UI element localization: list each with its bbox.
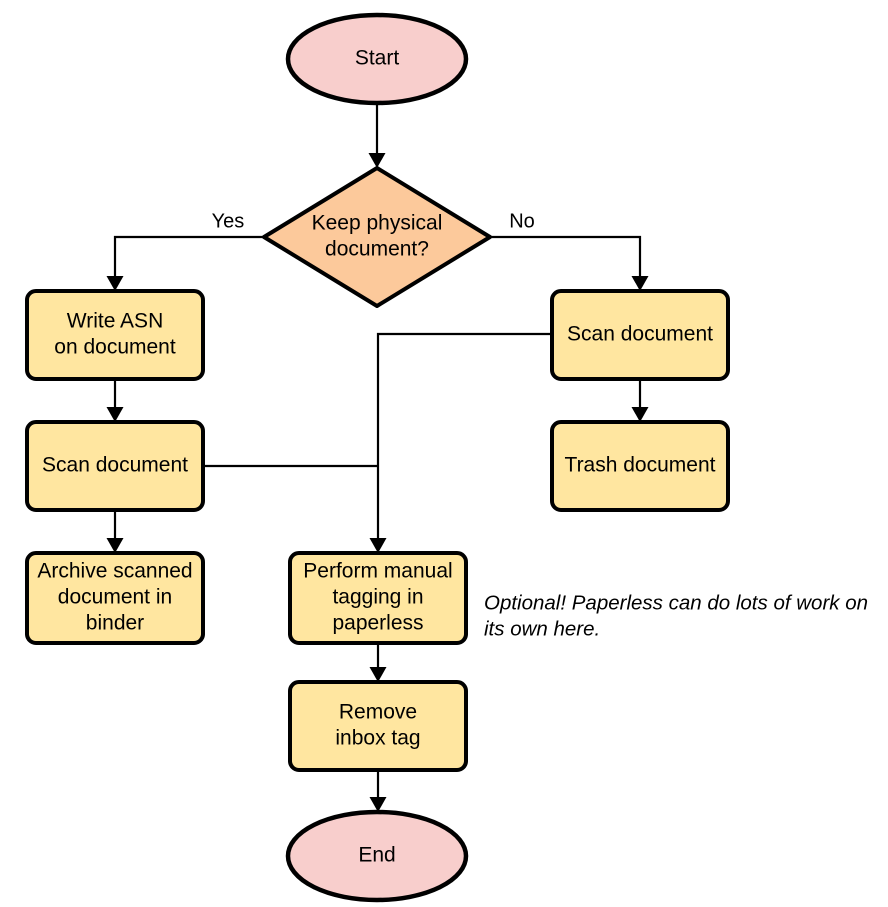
- node-label-manual-tagging-line: tagging in: [332, 586, 423, 609]
- node-label-scan-left: Scan document: [42, 454, 188, 477]
- edge-decision-no-to-scan-right: No: [490, 210, 649, 291]
- node-scan-left[interactable]: Scan document: [25, 420, 205, 512]
- node-label-archive-binder-line: binder: [86, 612, 144, 635]
- edge-start-to-decision: [368, 103, 386, 168]
- arrowhead-scan-left-to-archive: [106, 538, 124, 553]
- node-shape-write-asn[interactable]: [25, 289, 205, 381]
- node-label-keep-physical-line: document?: [325, 238, 429, 261]
- node-write-asn[interactable]: Write ASN on document: [25, 289, 205, 381]
- node-label-archive-binder: Archive scanned document in binder: [37, 560, 192, 635]
- node-label-archive-binder-line: Archive scanned: [37, 560, 192, 583]
- arrowhead-scan-right-to-trash: [631, 407, 649, 422]
- arrowhead-scan-right-to-manual-tagging: [369, 538, 387, 553]
- node-keep-physical[interactable]: Keep physical document?: [262, 166, 492, 308]
- edge-path-decision-yes-to-write-asn: [113, 235, 264, 285]
- annotation-line-optional-note: its own here.: [484, 617, 600, 640]
- node-label-write-asn-line: Write ASN: [67, 310, 163, 333]
- edge-scan-right-to-trash: [631, 379, 649, 422]
- node-label-scan-right-line: Scan document: [567, 323, 713, 346]
- node-archive-binder[interactable]: Archive scanned document in binder: [25, 551, 205, 645]
- annotation-line-optional-note: Optional! Paperless can do lots of work …: [484, 591, 868, 614]
- node-label-write-asn-line: on document: [54, 336, 176, 359]
- node-shape-scan-left[interactable]: [25, 420, 205, 512]
- node-label-manual-tagging-line: Perform manual: [303, 560, 452, 583]
- node-label-write-asn: Write ASN on document: [54, 310, 176, 359]
- edge-label-decision-yes-to-write-asn: Yes: [212, 210, 245, 232]
- edge-decision-yes-to-write-asn: Yes: [106, 210, 264, 291]
- node-label-remove-inbox-tag-line: Remove: [339, 701, 417, 724]
- node-label-trash: Trash document: [565, 454, 716, 477]
- node-shape-manual-tagging[interactable]: [288, 551, 468, 645]
- annotation-optional-note: Optional! Paperless can do lots of work …: [484, 591, 868, 640]
- node-shape-scan-right[interactable]: [550, 289, 730, 381]
- edge-manual-tagging-to-remove-inbox-tag: [369, 643, 387, 682]
- arrowhead-manual-tagging-to-remove-inbox-tag: [369, 667, 387, 682]
- edge-remove-inbox-tag-to-end: [369, 770, 387, 812]
- node-label-keep-physical-line: Keep physical: [312, 212, 443, 235]
- node-shape-keep-physical[interactable]: [262, 166, 492, 308]
- arrowhead-write-asn-to-scan-left: [106, 407, 124, 422]
- arrowhead-decision-no-to-scan-right: [631, 276, 649, 291]
- node-label-start-line: Start: [355, 47, 400, 70]
- node-label-keep-physical: Keep physical document?: [312, 212, 443, 261]
- node-label-manual-tagging-line: paperless: [332, 612, 423, 635]
- node-label-trash-line: Trash document: [565, 454, 716, 477]
- node-shape-start[interactable]: [285, 12, 469, 106]
- edges-layer: Yes No: [106, 103, 649, 812]
- edge-label-decision-no-to-scan-right: No: [509, 210, 535, 232]
- node-trash[interactable]: Trash document: [550, 420, 730, 512]
- node-remove-inbox-tag[interactable]: Remove inbox tag: [288, 680, 468, 772]
- node-label-end: End: [358, 844, 395, 867]
- node-label-manual-tagging: Perform manual tagging in paperless: [303, 560, 452, 635]
- node-label-remove-inbox-tag: Remove inbox tag: [335, 701, 420, 750]
- node-label-scan-left-line: Scan document: [42, 454, 188, 477]
- node-end[interactable]: End: [285, 809, 469, 903]
- node-label-start: Start: [355, 47, 400, 70]
- edge-path-decision-no-to-scan-right: [490, 235, 642, 285]
- edge-scan-left-to-archive: [106, 510, 124, 553]
- node-label-remove-inbox-tag-line: inbox tag: [335, 727, 420, 750]
- arrowhead-decision-yes-to-write-asn: [106, 276, 124, 291]
- node-label-end-line: End: [358, 844, 395, 867]
- node-start[interactable]: Start: [285, 12, 469, 106]
- node-label-scan-right: Scan document: [567, 323, 713, 346]
- edge-path-scan-right-to-manual-tagging: [376, 332, 552, 547]
- arrowhead-start-to-decision: [368, 153, 386, 168]
- node-shape-end[interactable]: [285, 809, 469, 903]
- node-shape-remove-inbox-tag[interactable]: [288, 680, 468, 772]
- edge-write-asn-to-scan-left: [106, 379, 124, 422]
- node-scan-right[interactable]: Scan document: [550, 289, 730, 381]
- node-shape-archive-binder[interactable]: [25, 551, 205, 645]
- node-label-archive-binder-line: document in: [58, 586, 172, 609]
- edge-scan-right-to-manual-tagging: [369, 332, 552, 553]
- annotations-layer: Optional! Paperless can do lots of work …: [484, 591, 868, 640]
- node-shape-trash[interactable]: [550, 420, 730, 512]
- node-manual-tagging[interactable]: Perform manual tagging in paperless: [288, 551, 468, 645]
- arrowhead-remove-inbox-tag-to-end: [369, 797, 387, 812]
